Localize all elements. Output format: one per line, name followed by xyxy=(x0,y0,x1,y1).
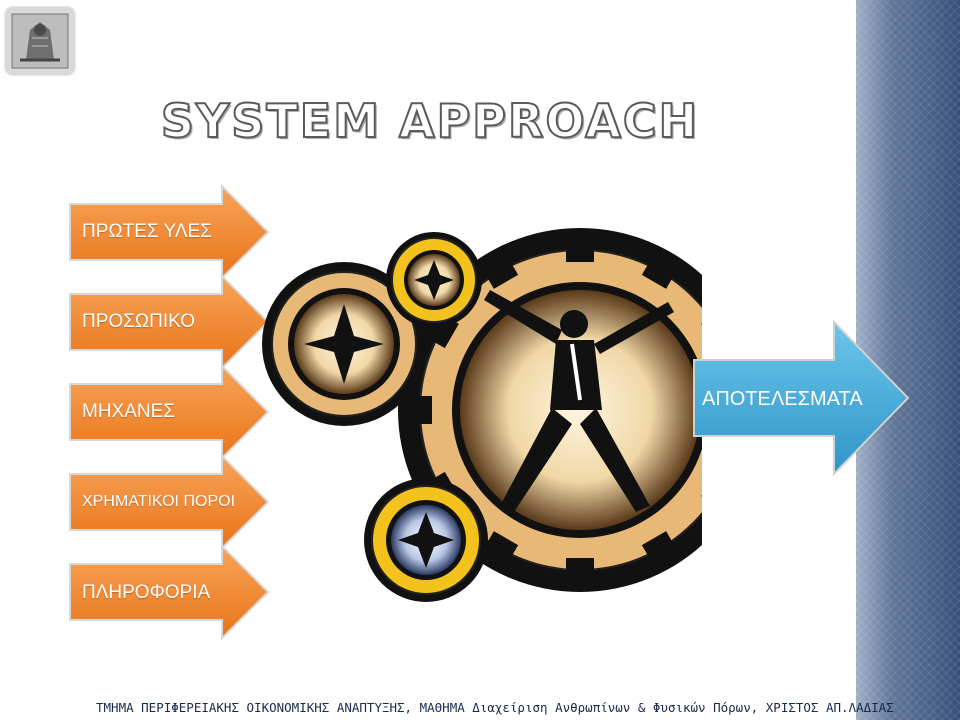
page-title: SYSTEM APPROACH xyxy=(160,93,700,149)
input-arrow-1 xyxy=(69,183,270,281)
input-arrow-2 xyxy=(69,273,270,371)
input-arrow-3 xyxy=(69,363,270,461)
input-arrow-5 xyxy=(69,543,270,641)
input-label-financial-resources: ΧΡΗΜΑΤΙΚΟΙ ΠΟΡΟΙ xyxy=(82,493,236,510)
input-arrow-4 xyxy=(69,453,270,551)
input-arrows xyxy=(69,183,270,641)
output-arrow xyxy=(693,319,910,477)
input-label-information: ΠΛΗΡΟΦΟΡΙΑ xyxy=(82,582,211,603)
gears-with-figures-illustration xyxy=(262,228,702,602)
input-label-machines: ΜΗΧΑΝΕΣ xyxy=(82,401,176,422)
university-seal-icon xyxy=(6,8,74,74)
decorative-side-band xyxy=(856,0,960,720)
small-gear-top xyxy=(386,232,482,328)
small-gear-bottom xyxy=(364,478,488,602)
footer-credit: ΤΜΗΜΑ ΠΕΡΙΦΕΡΕΙΑΚΗΣ ΟΙΚΟΝΟΜΙΚΗΣ ΑΝΑΠΤΥΞΗ… xyxy=(96,700,894,715)
input-label-personnel: ΠΡΟΣΩΠΙΚΟ xyxy=(82,311,195,332)
input-label-raw-materials: ΠΡΩΤΕΣ ΥΛΕΣ xyxy=(82,221,212,242)
output-label-results: ΑΠΟΤΕΛΕΣΜΑΤΑ xyxy=(702,388,863,410)
medium-gear-left xyxy=(262,262,426,426)
